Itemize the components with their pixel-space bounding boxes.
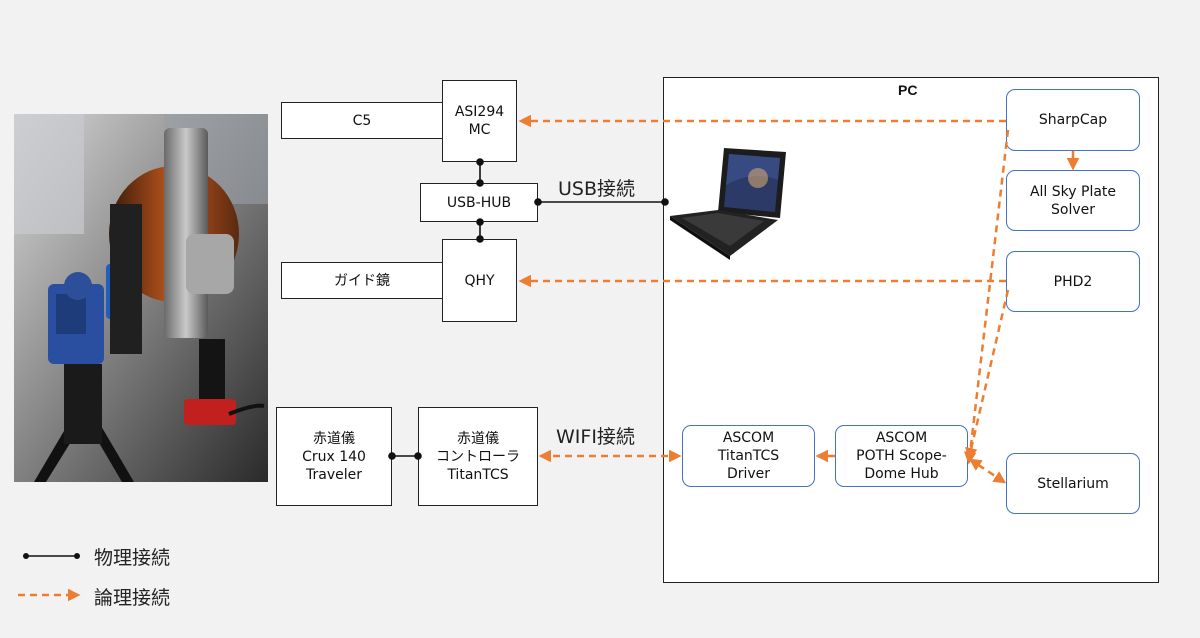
- usb-dot-a: [534, 198, 542, 206]
- usb-hub-box: USB-HUB: [420, 183, 538, 222]
- usb-connection-label: USB接続: [558, 178, 636, 200]
- c5-label: C5: [352, 112, 372, 129]
- phd2-box: PHD2: [1006, 251, 1140, 312]
- mount-box: 赤道儀 Crux 140 Traveler: [276, 407, 392, 506]
- sharpcap-to-poth-arrow: [963, 129, 1010, 465]
- laptop-icon: [668, 140, 788, 260]
- c5-box: C5: [281, 102, 443, 139]
- telescope-photo: [14, 114, 268, 482]
- usb-hub-label: USB-HUB: [446, 194, 512, 211]
- usb-dot-b: [661, 198, 669, 206]
- physical-links: [388, 158, 669, 460]
- stellarium-label: Stellarium: [1037, 475, 1109, 492]
- sharpcap-box: SharpCap: [1006, 89, 1140, 151]
- mount-dot-a: [388, 452, 396, 460]
- titan-driver-box: ASCOM TitanTCS Driver: [682, 425, 815, 487]
- wifi-connection-label: WIFI接続: [556, 426, 635, 448]
- legend-physical-dot-b: [74, 553, 80, 559]
- legend-logical-label: 論理接続: [94, 587, 171, 609]
- titan-driver-label: ASCOM TitanTCS Driver: [717, 430, 780, 482]
- stellarium-poth-arrow: [968, 458, 1007, 484]
- logical-links: [518, 114, 1080, 484]
- hub-qhy-dot-b: [476, 235, 484, 243]
- mount-dot-b: [414, 452, 422, 460]
- phd2-to-poth-arrow: [965, 289, 1010, 461]
- legend-lines: [18, 553, 81, 602]
- controller-label: 赤道儀 コントローラ TitanTCS: [436, 430, 520, 483]
- asi294-label: ASI294 MC: [454, 104, 505, 138]
- guide-scope-box: ガイド鏡: [281, 262, 443, 299]
- legend-physical-label: 物理接続: [94, 547, 171, 569]
- sharpcap-label: SharpCap: [1038, 112, 1108, 128]
- phd2-label: PHD2: [1053, 273, 1093, 290]
- controller-box: 赤道儀 コントローラ TitanTCS: [418, 407, 538, 506]
- plate-solver-label: All Sky Plate Solver: [1029, 183, 1117, 218]
- legend-physical-dot-a: [23, 553, 29, 559]
- mount-label: 赤道儀 Crux 140 Traveler: [302, 430, 366, 483]
- qhy-label: QHY: [464, 272, 495, 289]
- qhy-box: QHY: [442, 239, 517, 322]
- poth-hub-label: ASCOM POTH Scope- Dome Hub: [856, 430, 947, 482]
- asi-hub-dot-a: [476, 158, 484, 166]
- plate-solver-box: All Sky Plate Solver: [1006, 170, 1140, 231]
- asi-hub-dot-b: [476, 179, 484, 187]
- asi294-box: ASI294 MC: [442, 80, 517, 162]
- stellarium-box: Stellarium: [1006, 453, 1140, 514]
- pc-title: PC: [898, 82, 918, 98]
- guide-scope-label: ガイド鏡: [334, 272, 390, 289]
- hub-qhy-dot-a: [476, 218, 484, 226]
